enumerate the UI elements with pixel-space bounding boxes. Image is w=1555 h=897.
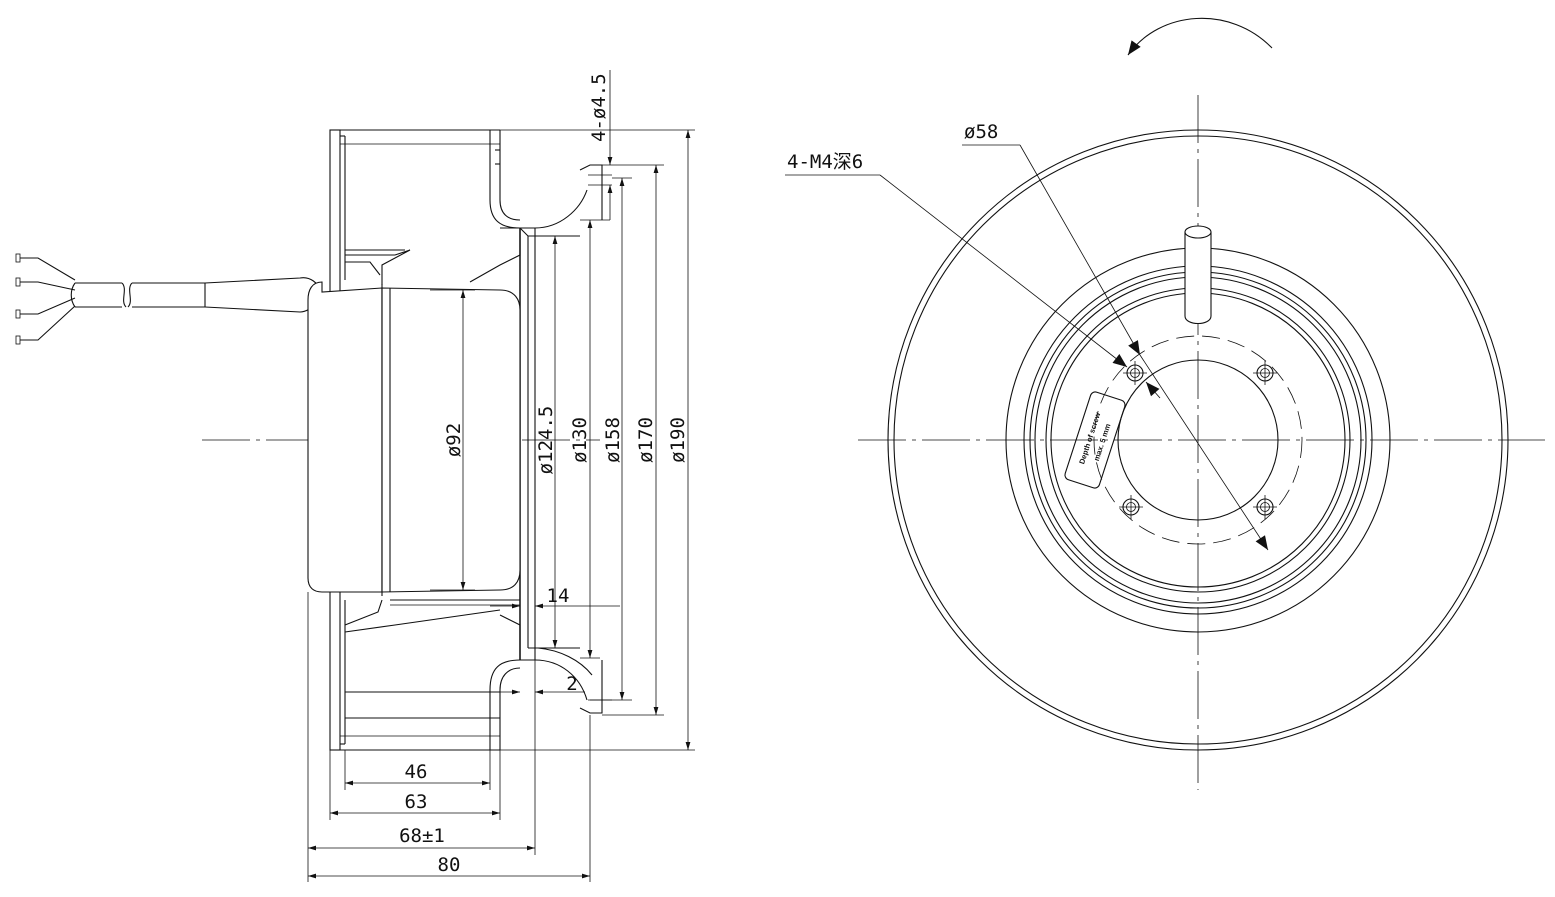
dim-w63: 63 (405, 791, 428, 813)
mounting-hole (1253, 361, 1277, 385)
width-dimension-lines (308, 603, 620, 879)
inner-hub (1117, 359, 1279, 521)
dim-d124: ø124.5 (535, 406, 557, 475)
diameter-dimension-lines (460, 70, 691, 750)
dim-d130: ø130 (569, 417, 591, 463)
mounting-hole (1123, 361, 1147, 385)
bolt-circle (1093, 335, 1303, 545)
side-view: 4-ø4.5 ø92 ø124.5 ø130 ø158 ø170 ø190 14… (15, 70, 695, 882)
rotation-direction-arrow (1127, 17, 1273, 56)
dim-d158: ø158 (602, 417, 624, 463)
dim-w80: 80 (438, 854, 461, 876)
d58-callout: ø58 (962, 121, 1269, 551)
mounting-holes (1119, 361, 1277, 519)
front-view: Depth of screw max. 5 mm 4-M4深6 ø58 (785, 17, 1545, 790)
cable (15, 253, 323, 345)
mounting-hole (1119, 495, 1143, 519)
dim-w46: 46 (405, 761, 428, 783)
dim-w2: 2 (566, 673, 577, 695)
thread-callout-text: 4-M4深6 (787, 151, 863, 173)
d58-callout-text: ø58 (964, 121, 998, 143)
dim-d92: ø92 (443, 423, 465, 457)
mounting-hole (1253, 495, 1277, 519)
dim-w68: 68±1 (399, 825, 445, 847)
thread-callout: 4-M4深6 (785, 151, 1128, 368)
cable-grommet (1184, 225, 1212, 325)
dim-hole-spec: 4-ø4.5 (588, 73, 610, 142)
motor-body (307, 281, 521, 606)
outer-ring (887, 129, 1509, 751)
dim-w14: 14 (547, 585, 570, 607)
extension-lines (307, 129, 695, 882)
dim-d170: ø170 (635, 417, 657, 463)
dim-d190: ø190 (667, 417, 689, 463)
